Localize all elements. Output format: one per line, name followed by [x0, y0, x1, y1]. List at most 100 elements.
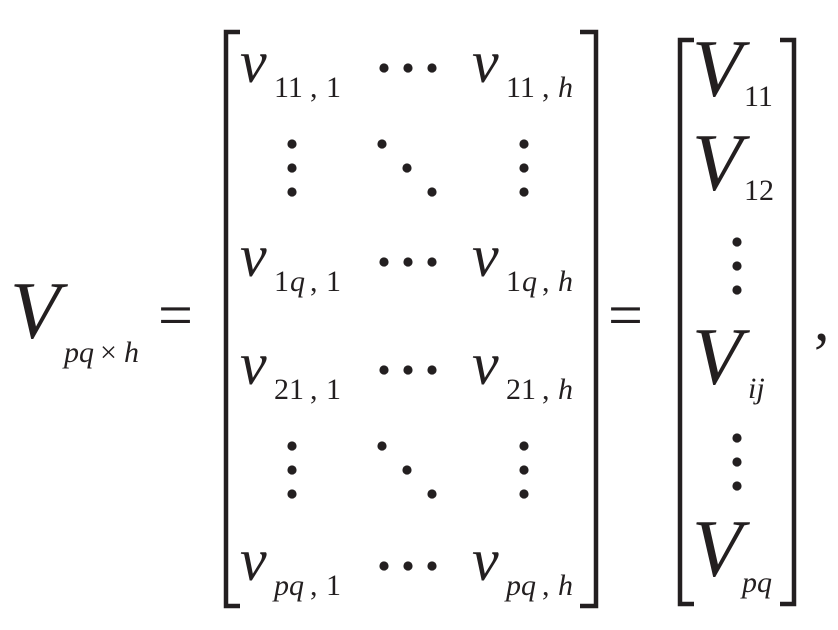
vector-entry-2: V 12	[692, 117, 774, 208]
matrix-subscript-comma: ,	[310, 569, 318, 602]
matrix-subscript-comma: ,	[542, 373, 550, 406]
vdot	[519, 139, 529, 149]
matrix-entry-symbol: v	[472, 527, 499, 593]
matrix-dots-block-1	[287, 139, 529, 197]
matrix-subscript-col: h	[558, 71, 573, 104]
vdot	[732, 285, 742, 295]
matrix-subscript-row-digit: 1	[506, 265, 521, 298]
hdot	[403, 561, 413, 571]
matrix-subscript-comma: ,	[542, 265, 550, 298]
hdot	[427, 257, 437, 267]
matrix-subscript-col: 1	[326, 71, 341, 104]
matrix-right-bracket	[580, 29, 599, 609]
vdot	[519, 441, 529, 451]
matrix-subscript-comma: ,	[542, 569, 550, 602]
equals-sign-2: =	[608, 282, 643, 350]
vector-entry-subscript: 11	[744, 80, 773, 113]
matrix-entry-symbol: v	[240, 527, 267, 593]
matrix-left-bracket	[223, 29, 240, 609]
matrix-entry-symbol: v	[240, 29, 267, 95]
hdot	[379, 257, 389, 267]
vector-entry-4: V pq	[692, 503, 772, 599]
matrix-subscript-comma: ,	[310, 71, 318, 104]
matrix-row-4: v pq , 1 v pq , h	[240, 527, 573, 602]
hdot	[427, 561, 437, 571]
hdot	[403, 63, 413, 73]
hdot	[379, 365, 389, 375]
ddot	[377, 441, 387, 451]
matrix-subscript-col: 1	[326, 373, 341, 406]
matrix-subscript-row-digit: 1	[274, 265, 289, 298]
vector-left-bracket	[677, 37, 694, 607]
matrix-entry-symbol: v	[472, 331, 499, 397]
vdot	[287, 139, 297, 149]
vdot	[732, 481, 742, 491]
vdot	[732, 261, 742, 271]
lhs-subscript-times: ×	[100, 336, 117, 369]
lhs-subscript-h: h	[124, 336, 139, 369]
matrix-row-3: v 21 , 1 v 21 , h	[240, 331, 573, 406]
vdot	[519, 465, 529, 475]
vector-dots-1	[732, 237, 742, 295]
vdot	[287, 441, 297, 451]
matrix-subscript-row: 11	[506, 71, 535, 104]
vector-entry-symbol: V	[692, 117, 750, 208]
vdot	[287, 489, 297, 499]
matrix-subscript-row: pq	[272, 569, 304, 602]
matrix-subscript-col: 1	[326, 569, 341, 602]
ddot	[377, 139, 387, 149]
trailing-comma: ,	[814, 286, 830, 354]
vector-entry-subscript: 12	[744, 174, 774, 207]
hdot	[379, 63, 389, 73]
vector-entry-symbol: V	[692, 311, 750, 402]
matrix-subscript-row: 11	[274, 71, 303, 104]
vdot	[287, 187, 297, 197]
hdot	[403, 365, 413, 375]
vector-entry-3: V ij	[692, 311, 765, 405]
vdot	[287, 163, 297, 173]
vdot	[519, 489, 529, 499]
matrix-subscript-col: h	[558, 265, 573, 298]
matrix-subscript-comma: ,	[542, 71, 550, 104]
matrix-subscript-row-letter: q	[290, 265, 305, 298]
vdot	[519, 163, 529, 173]
vector-right-bracket	[780, 37, 797, 607]
lhs-term: V pq × h	[10, 265, 139, 369]
vector-entry-subscript: ij	[748, 372, 765, 405]
lhs-symbol: V	[10, 265, 68, 356]
vdot	[287, 465, 297, 475]
matrix-entry-symbol: v	[472, 29, 499, 95]
vdot	[519, 187, 529, 197]
matrix-subscript-row: 21	[506, 373, 536, 406]
hdot	[427, 63, 437, 73]
hdot	[379, 561, 389, 571]
vdot	[732, 433, 742, 443]
hdot	[403, 257, 413, 267]
matrix-row-2: v 1 q , 1 v 1 q , h	[240, 223, 573, 298]
hdot	[427, 365, 437, 375]
matrix-row-1: v 11 , 1 v 11 , h	[240, 29, 573, 104]
matrix-subscript-comma: ,	[310, 373, 318, 406]
matrix-subscript-comma: ,	[310, 265, 318, 298]
matrix-entry-symbol: v	[240, 331, 267, 397]
matrix-subscript-row-letter: q	[522, 265, 537, 298]
matrix-entry-symbol: v	[240, 223, 267, 289]
ddot	[427, 187, 437, 197]
ddot	[402, 465, 412, 475]
matrix-subscript-col: 1	[326, 265, 341, 298]
matrix-subscript-row: 21	[274, 373, 304, 406]
vector-dots-2	[732, 433, 742, 491]
equals-sign-1: =	[158, 282, 193, 350]
vector-entry-symbol: V	[692, 23, 750, 114]
vdot	[732, 237, 742, 247]
matrix-subscript-row: pq	[504, 569, 536, 602]
vector-entry-symbol: V	[692, 503, 750, 594]
matrix-dots-block-2	[287, 441, 529, 499]
ddot	[427, 489, 437, 499]
vector-entry-subscript: pq	[740, 566, 772, 599]
vector-entry-1: V 11	[692, 23, 773, 114]
ddot	[402, 163, 412, 173]
matrix-subscript-col: h	[558, 569, 573, 602]
vdot	[732, 457, 742, 467]
